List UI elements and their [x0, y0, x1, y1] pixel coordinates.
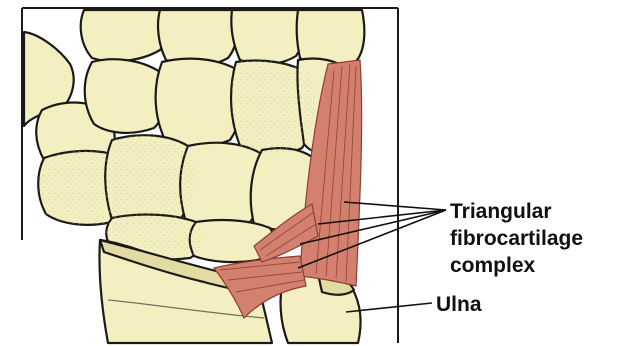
- tfcc-label-line-1: Triangular: [450, 200, 552, 223]
- metacarpal-bone: [81, 10, 167, 61]
- tfcc-label: Triangular fibrocartilage complex: [450, 200, 583, 277]
- metacarpal-bone: [231, 10, 304, 64]
- tfcc-label-line-3: complex: [450, 254, 536, 277]
- tfcc-label-line-2: fibrocartilage: [450, 227, 583, 250]
- capitate-bone: [156, 59, 242, 148]
- ulna-label: Ulna: [436, 293, 482, 316]
